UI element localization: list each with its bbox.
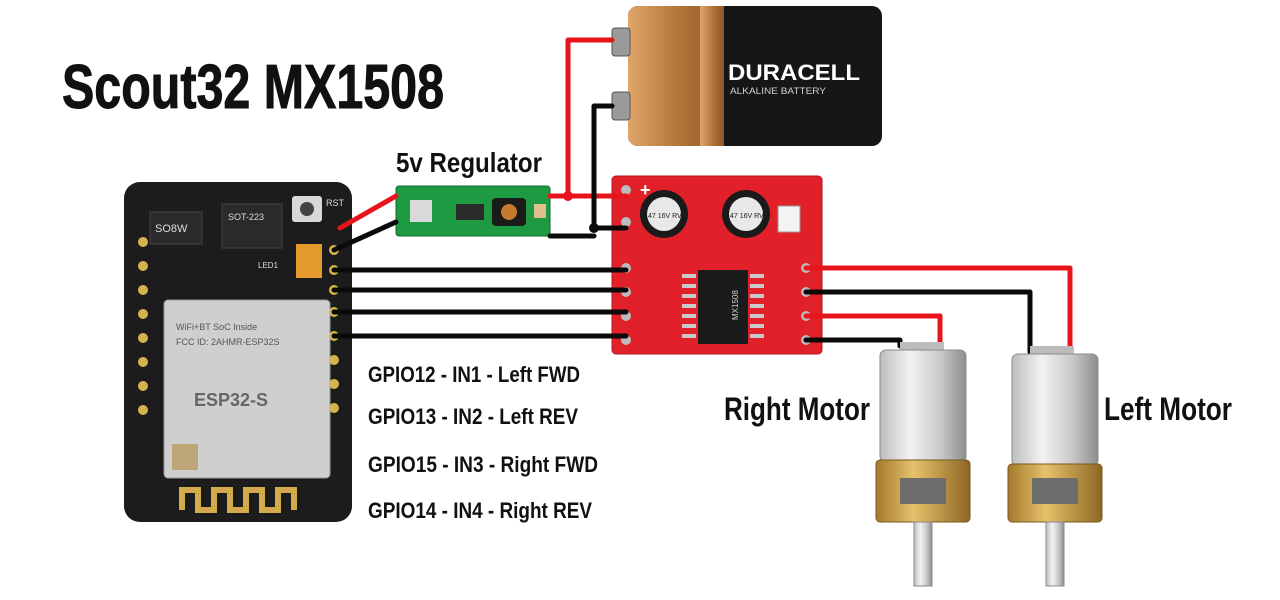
right-motor <box>875 342 971 587</box>
rst-label: RST <box>326 198 345 208</box>
regulator-board <box>395 185 551 237</box>
wire-right-motor-a <box>803 313 943 349</box>
wifi-text: WiFi+BT SoC Inside <box>176 322 257 332</box>
fcc-text: FCC ID: 2AHMR-ESP32S <box>176 337 280 347</box>
gpio-label: GPIO12 - IN1 - Left FWD <box>368 362 580 387</box>
wire-battery-negative <box>591 103 629 231</box>
driver-chip-label: MX1508 <box>731 290 740 320</box>
plus-terminal-label: + <box>640 180 651 200</box>
wire-reg-out-negative <box>331 219 399 253</box>
battery-9v: DURACELL ALKALINE BATTERY <box>611 6 882 146</box>
wires <box>331 37 1073 355</box>
mx1508-driver-board: + - 47 16V RVT 47 16V RVT MX1508 <box>611 175 823 355</box>
esp32-board: SO8W SOT-223 RST LED1 WiFi+BT SoC Inside… <box>124 182 352 522</box>
module-label: ESP32-S <box>194 390 268 410</box>
wire-joints <box>563 191 599 233</box>
wire-reg-out-positive <box>337 193 399 231</box>
gpio-label: GPIO13 - IN2 - Left REV <box>368 404 578 429</box>
wire-left-motor-b <box>803 289 1033 355</box>
gpio-label-list: GPIO12 - IN1 - Left FWD GPIO13 - IN2 - L… <box>368 362 598 523</box>
battery-brand: DURACELL <box>728 60 860 85</box>
driver-chip-pins <box>682 274 764 338</box>
gpio-label: GPIO14 - IN4 - Right REV <box>368 498 592 523</box>
capacitor-1-label: 47 16V RVT <box>648 213 687 220</box>
battery-subtitle: ALKALINE BATTERY <box>730 86 826 96</box>
wire-battery-positive <box>565 37 629 199</box>
gpio-label: GPIO15 - IN3 - Right FWD <box>368 452 598 477</box>
chip-label-sot223: SOT-223 <box>228 212 264 222</box>
page-title: Scout32 MX1508 <box>62 53 444 122</box>
capacitor-2-label: 47 16V RVT <box>730 213 769 220</box>
led-label: LED1 <box>258 261 279 270</box>
left-motor <box>1007 346 1103 587</box>
wire-left-motor-a <box>803 265 1073 355</box>
chip-label-so8w: SO8W <box>155 223 188 235</box>
left-motor-label: Left Motor <box>1104 391 1232 427</box>
regulator-label: 5v Regulator <box>396 147 542 178</box>
right-motor-label: Right Motor <box>724 391 870 427</box>
